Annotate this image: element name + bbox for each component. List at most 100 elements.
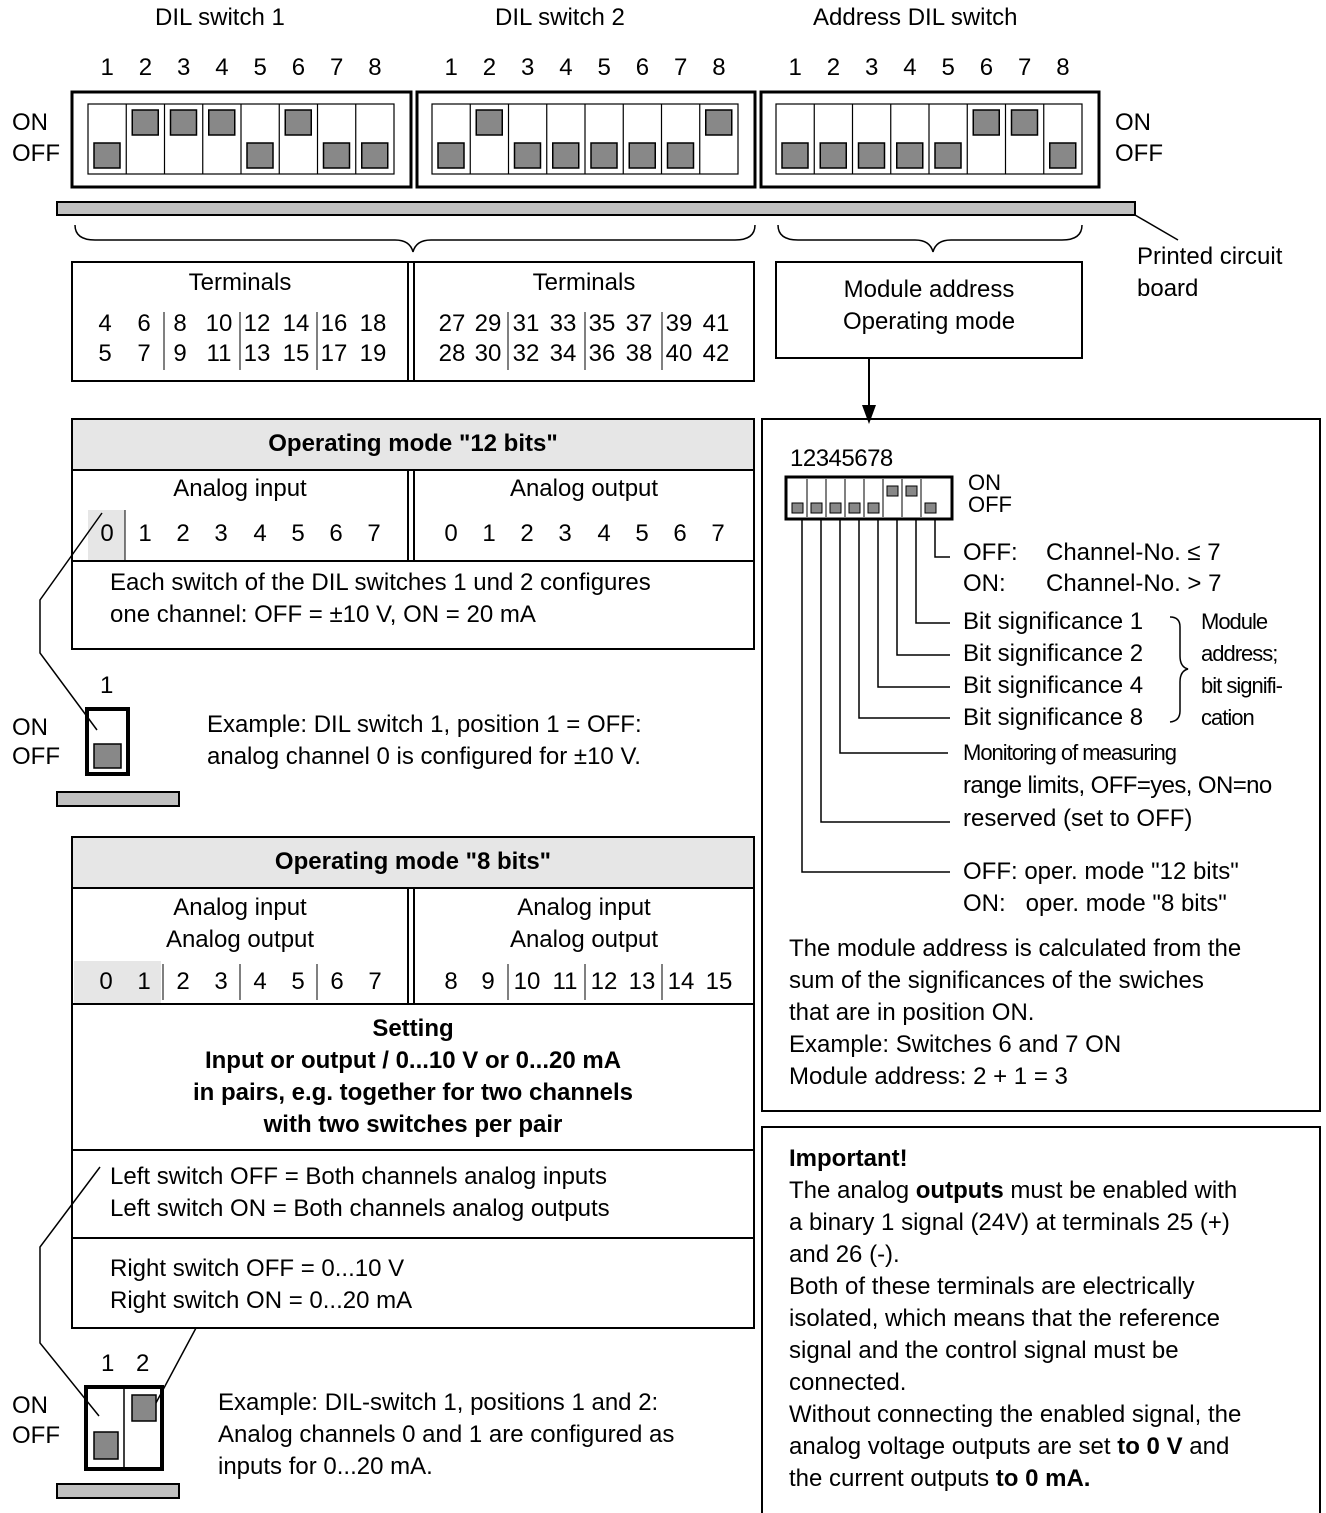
mode-8-left-channel: 0 — [99, 968, 113, 995]
mode-12-output-channel: 5 — [635, 520, 649, 547]
mode-12-output-channel: 0 — [444, 520, 458, 547]
dil1-switch-knob-5 — [246, 142, 274, 169]
mode-8-left-channel: 2 — [176, 968, 190, 995]
terminal-number: 39 — [665, 310, 693, 337]
example-1-off: OFF — [12, 743, 60, 770]
dil2-position-number: 2 — [482, 54, 497, 81]
module-address-box — [775, 261, 1083, 359]
pcb-leader-line — [1134, 214, 1179, 241]
important-line-3: and 26 (-). — [789, 1241, 900, 1268]
address-mini-on: ON — [968, 470, 1001, 495]
mode-on-label: ON: oper. mode "8 bits" — [963, 890, 1227, 917]
dil1-switch-knob-2 — [131, 109, 159, 136]
important-line-8: Without connecting the enabled signal, t… — [789, 1401, 1242, 1428]
mode-12-output-channel: 2 — [520, 520, 534, 547]
operating-mode-label: Operating mode — [842, 308, 1016, 335]
important-line-1: The analog outputs must be enabled with — [789, 1177, 1238, 1204]
dil1-position-number: 7 — [329, 54, 344, 81]
terminal-number: 16 — [320, 310, 348, 337]
mode-8-left-line-1: Analog input — [173, 894, 307, 921]
channel-off-value: Channel-No. ≤ 7 — [1046, 539, 1221, 566]
important-line-6: signal and the control signal must be — [789, 1337, 1179, 1364]
example-2-on: ON — [12, 1392, 48, 1419]
addr-position-number: 5 — [941, 54, 955, 81]
mode-12-output-channel: 4 — [597, 520, 611, 547]
channel-off-label: OFF: — [963, 539, 1018, 566]
mode-8-setting-3: in pairs, e.g. together for two channels — [192, 1079, 634, 1106]
monitoring-line-2: range limits, OFF=yes, ON=no — [963, 772, 1272, 799]
terminal-number: 35 — [588, 310, 616, 337]
dil2-switch-knob-7 — [666, 142, 695, 169]
dil2-switch-knob-4 — [552, 142, 580, 169]
brace-address — [777, 224, 1083, 253]
dil2-switch-knob-2 — [475, 109, 503, 136]
dil2-position-number: 5 — [597, 54, 611, 81]
dil2-switch-knob-1 — [437, 142, 465, 169]
terminals-right-title: Terminals — [532, 269, 636, 296]
mode-12-input-channel: 2 — [176, 520, 190, 547]
terminal-number: 29 — [474, 310, 502, 337]
calc-line-4: Example: Switches 6 and 7 ON — [789, 1031, 1122, 1058]
terminal-number: 19 — [359, 340, 387, 367]
bit-significance-8: Bit significance 8 — [963, 704, 1144, 731]
dil1-position-number: 5 — [253, 54, 267, 81]
address-mini-knob-1 — [791, 502, 804, 514]
address-mini-off: OFF — [968, 492, 1012, 517]
terminal-number: 31 — [512, 310, 540, 337]
mode-8-left-channel: 5 — [291, 968, 305, 995]
dil1-position-number: 1 — [100, 54, 114, 81]
dil1-switch-knob-6 — [284, 109, 312, 136]
mode-8-left-line-2: Analog output — [165, 926, 315, 953]
terminal-number: 42 — [702, 340, 730, 367]
mode-8-left-channel: 4 — [253, 968, 267, 995]
addr-switch-knob-3 — [857, 142, 886, 169]
addr-position-number: 6 — [979, 54, 994, 81]
mode-8-left-channel: 6 — [330, 968, 344, 995]
mode-12-header: Operating mode "12 bits" — [268, 430, 558, 457]
mode-off-label: OFF: oper. mode "12 bits" — [963, 858, 1239, 885]
example-2-text-2: Analog channels 0 and 1 are configured a… — [218, 1421, 675, 1448]
dil1-switch-knob-8 — [361, 142, 389, 169]
mode-12-input-channel: 0 — [100, 520, 114, 547]
terminal-number: 9 — [173, 340, 187, 367]
bit-significance-1: Bit significance 1 — [963, 608, 1144, 635]
terminal-number: 37 — [625, 310, 653, 337]
terminal-number: 36 — [588, 340, 616, 367]
dil1-position-number: 4 — [215, 54, 229, 81]
dil-switch-1-housing — [70, 90, 413, 189]
pcb-label-line-2: board — [1137, 275, 1199, 302]
dil2-switch-knob-3 — [513, 142, 542, 169]
mode-8-right-line-2: Analog output — [509, 926, 659, 953]
mode-8-table — [71, 836, 755, 1329]
bit-significance-2: Bit significance 2 — [963, 640, 1144, 667]
module-address-note-3: bit signifi- — [1201, 673, 1283, 698]
addr-position-number: 8 — [1056, 54, 1070, 81]
terminal-number: 4 — [98, 310, 112, 337]
mode-8-left-channel: 7 — [368, 968, 382, 995]
address-mini-knob-6 — [886, 485, 899, 497]
channel-on-label: ON: — [963, 570, 1006, 597]
addr-switch-knob-8 — [1049, 142, 1077, 169]
address-mini-knob-3 — [829, 502, 842, 514]
switch-cells — [87, 103, 1083, 175]
left-switch-off: Left switch OFF = Both channels analog i… — [110, 1163, 607, 1190]
terminal-number: 5 — [98, 340, 112, 367]
terminal-number: 12 — [243, 310, 271, 337]
on-label-left: ON — [12, 109, 48, 136]
terminal-number: 10 — [205, 310, 233, 337]
address-mini-knob-7 — [905, 485, 918, 497]
bit-significance-4: Bit significance 4 — [963, 672, 1144, 699]
mode-8-setting-2: Input or output / 0...10 V or 0...20 mA — [204, 1047, 622, 1074]
addr-position-number: 3 — [864, 54, 879, 81]
terminal-number: 40 — [665, 340, 693, 367]
on-label-right: ON — [1115, 109, 1151, 136]
brace-terminals — [74, 224, 756, 253]
mode-8-left-channel: 3 — [214, 968, 228, 995]
address-mini-switch — [784, 475, 954, 521]
dil1-switch-knob-4 — [208, 109, 236, 136]
arrow-down-icon — [862, 405, 876, 424]
dil1-switch-knob-3 — [169, 109, 198, 136]
terminal-number: 15 — [282, 340, 310, 367]
dil2-position-number: 7 — [673, 54, 688, 81]
address-mini-digits: 12345678 — [790, 445, 893, 472]
